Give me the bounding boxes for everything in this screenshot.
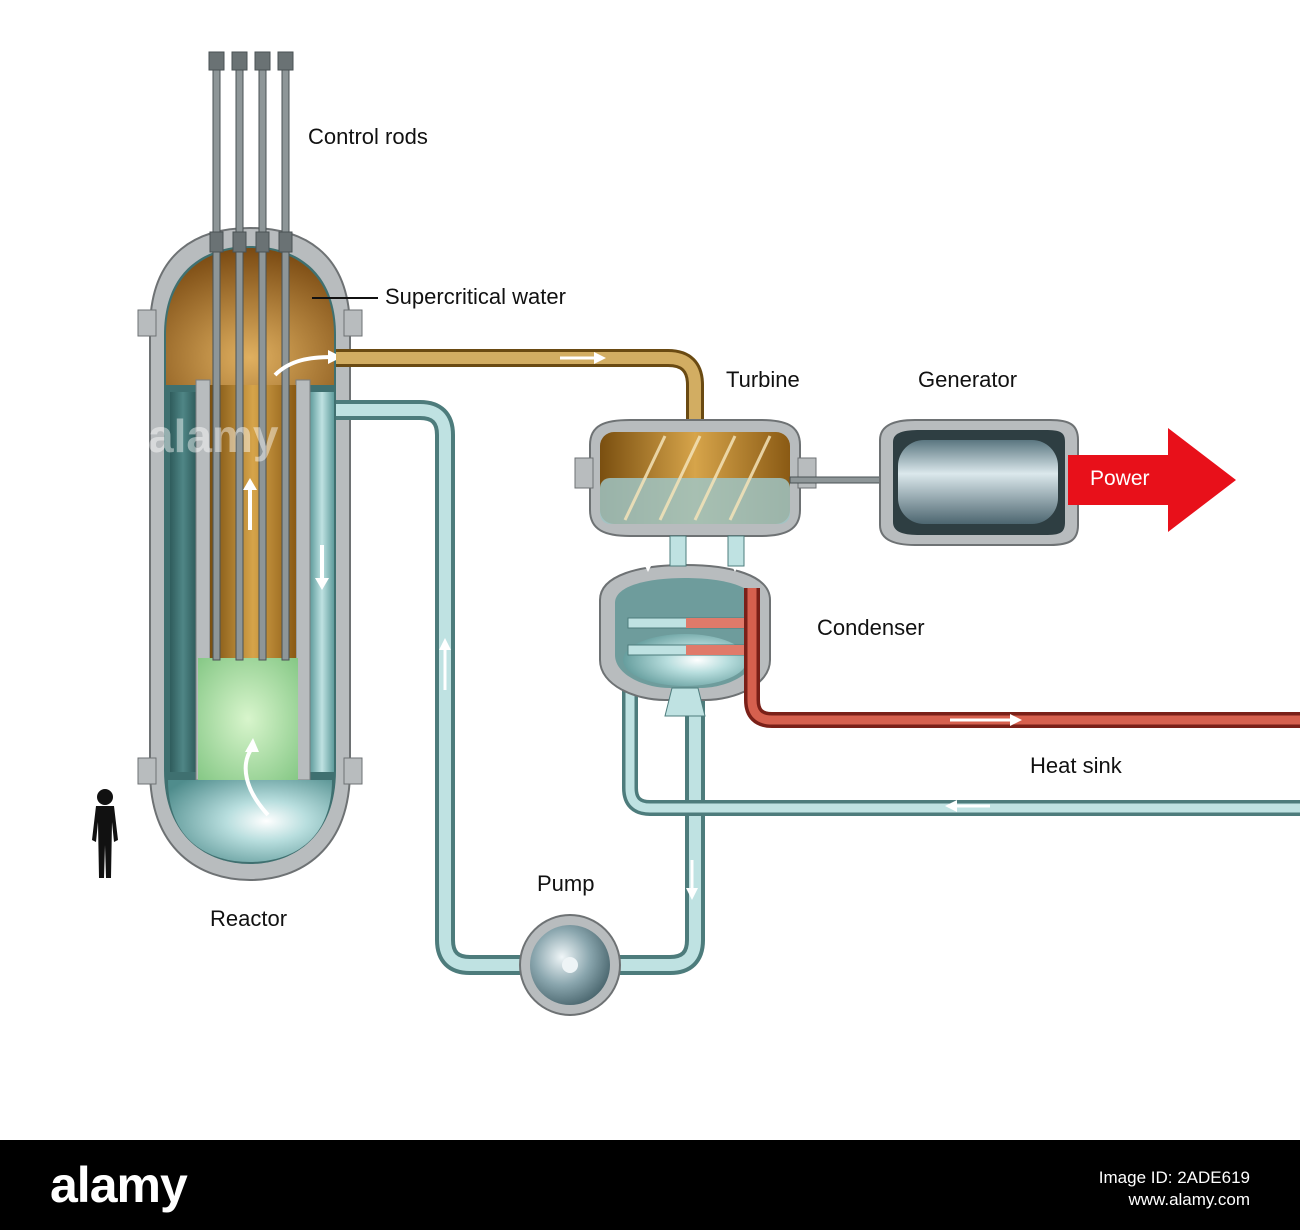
site-url: www.alamy.com [1128, 1190, 1250, 1209]
power-arrow [1068, 428, 1236, 532]
control-rods [208, 51, 294, 661]
heat-sink-pipe [744, 588, 1300, 728]
watermark-text: alamy [148, 410, 279, 462]
image-id: Image ID: 2ADE619 [1098, 1168, 1250, 1187]
label-supercritical-water: Supercritical water [385, 284, 566, 309]
heat-sink-return-pipe [622, 610, 1300, 816]
reactor-diagram: alamy [92, 51, 1300, 1016]
supercritical-water-dome [166, 248, 334, 385]
brand-logo: alamy [50, 1157, 188, 1213]
watermark-decoration: alamy [148, 410, 279, 462]
reactor-flow-arrows [243, 350, 342, 817]
label-reactor: Reactor [210, 906, 288, 931]
label-power: Power [1090, 467, 1150, 490]
human-silhouette-icon [92, 789, 118, 878]
condensate-pipe [610, 700, 705, 975]
label-generator: Generator [918, 367, 1018, 392]
reactor-vessel [137, 51, 363, 882]
feedwater-pipe [336, 400, 530, 975]
generator [879, 419, 1079, 546]
label-heat-sink: Heat sink [1030, 753, 1122, 778]
pump [519, 914, 621, 1016]
label-condenser: Condenser [817, 615, 925, 640]
footer-bar: alamy Image ID: 2ADE619 www.alamy.com [0, 1140, 1300, 1230]
condenser [599, 540, 771, 717]
footer-info: Image ID: 2ADE619 www.alamy.com [1099, 1168, 1250, 1210]
label-control-rods: Control rods [308, 124, 428, 149]
steam-pipe [336, 349, 704, 428]
label-pump: Pump [537, 871, 595, 896]
turbine [574, 419, 817, 567]
label-turbine: Turbine [726, 367, 800, 392]
